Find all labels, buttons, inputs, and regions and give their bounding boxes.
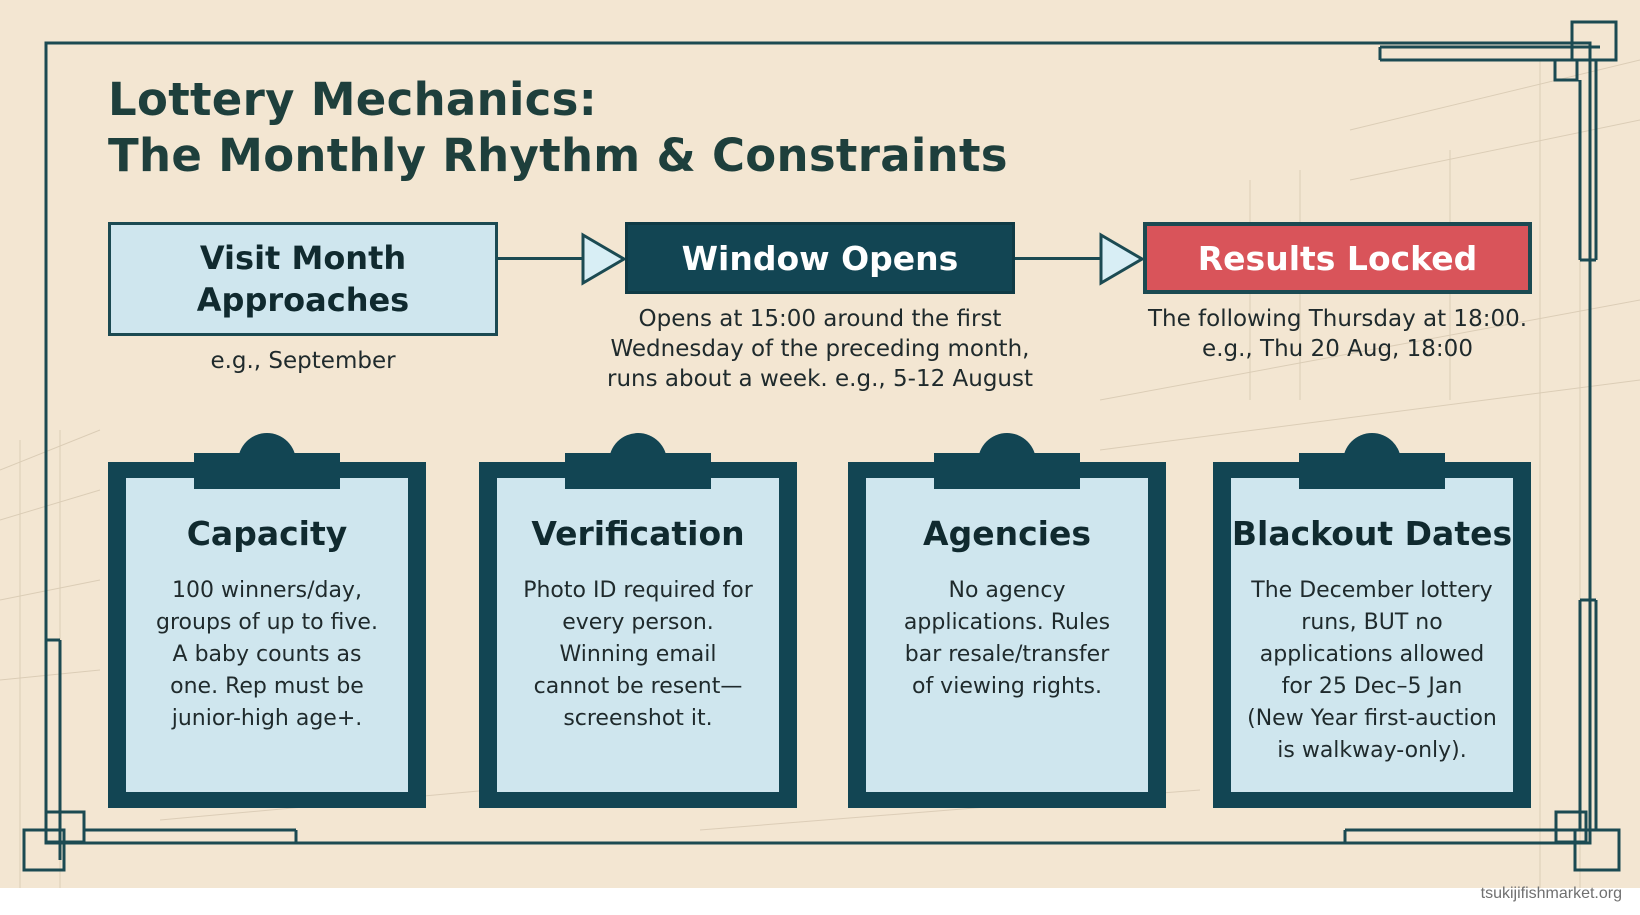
caption-line: e.g., Thu 20 Aug, 18:00 [1202,336,1473,362]
card-title: Agencies [923,514,1091,553]
card-body: No agency applications. Rules bar resale… [874,575,1140,703]
caption-line: e.g., September [210,348,396,374]
card-body-line: (New Year first-auction [1247,706,1497,731]
card-verification: Verification Photo ID required for every… [479,462,797,808]
card-body-line: bar resale/transfer [904,642,1110,667]
caption-line: Wednesday of the preceding month, [610,336,1030,362]
card-body-line: Winning email [559,642,717,667]
card-title: Capacity [186,514,348,553]
flow-arrow-line-2 [1015,257,1101,260]
card-body-line: runs, BUT no [1301,610,1443,635]
step-visit-month-label-line-2: Approaches [196,281,410,319]
card-panel: Verification Photo ID required for every… [497,478,779,792]
card-body-line: is walkway-only). [1277,738,1467,763]
card-body-line: applications allowed [1259,642,1485,667]
card-body: 100 winners/day, groups of up to five. A… [134,575,400,735]
caption-line: Opens at 15:00 around the first [638,306,1002,332]
card-body-line: one. Rep must be [170,674,364,699]
caption-line: The following Thursday at 18:00. [1147,306,1528,332]
card-body-line: The December lottery [1251,578,1493,603]
card-capacity: Capacity 100 winners/day, groups of up t… [108,462,426,808]
arrow-right-icon [581,232,627,286]
flow-arrow-line-1 [498,257,582,260]
step-window-opens: Window Opens [625,222,1015,294]
page-title: Lottery Mechanics: The Monthly Rhythm & … [108,72,1008,184]
card-body-line: of viewing rights. [911,674,1103,699]
card-body: Photo ID required for every person. Winn… [505,575,771,735]
card-body: The December lottery runs, BUT no applic… [1239,575,1505,767]
card-body-line: applications. Rules [903,610,1111,635]
footer-site-credit: tsukijifishmarket.org [1480,885,1622,902]
card-body-line: for 25 Dec–5 Jan [1281,674,1463,699]
caption-line: runs about a week. e.g., 5-12 August [606,366,1034,392]
card-body-line: every person. [562,610,714,635]
card-agencies: Agencies No agency applications. Rules b… [848,462,1166,808]
card-panel: Capacity 100 winners/day, groups of up t… [126,478,408,792]
card-panel: Blackout Dates The December lottery runs… [1231,478,1513,792]
infographic-canvas: Lottery Mechanics: The Monthly Rhythm & … [0,0,1640,888]
card-body-line: 100 winners/day, [172,578,362,603]
card-blackout-dates: Blackout Dates The December lottery runs… [1213,462,1531,808]
card-body-line: junior-high age+. [171,706,363,731]
card-panel: Agencies No agency applications. Rules b… [866,478,1148,792]
step-visit-month-caption: e.g., September [108,346,498,376]
step-visit-month: Visit Month Approaches [108,222,498,336]
step-results-locked: Results Locked [1143,222,1532,294]
card-body-line: screenshot it. [563,706,713,731]
arrow-right-icon [1099,232,1145,286]
step-results-locked-label: Results Locked [1197,238,1478,278]
card-body-line: No agency [948,578,1066,603]
card-body-line: groups of up to five. [156,610,378,635]
step-results-locked-caption: The following Thursday at 18:00. e.g., T… [1100,304,1575,364]
card-body-line: A baby counts as [172,642,362,667]
card-body-line: cannot be resent— [533,674,743,699]
card-title: Blackout Dates [1231,514,1513,553]
step-window-opens-label: Window Opens [681,238,959,278]
step-window-opens-caption: Opens at 15:00 around the first Wednesda… [580,304,1060,394]
card-title: Verification [531,514,745,553]
title-line-1: Lottery Mechanics: [108,73,598,126]
step-visit-month-label-line-1: Visit Month [199,239,407,277]
card-body-line: Photo ID required for [523,578,753,603]
title-line-2: The Monthly Rhythm & Constraints [108,129,1008,182]
decorative-frame [22,20,1621,872]
